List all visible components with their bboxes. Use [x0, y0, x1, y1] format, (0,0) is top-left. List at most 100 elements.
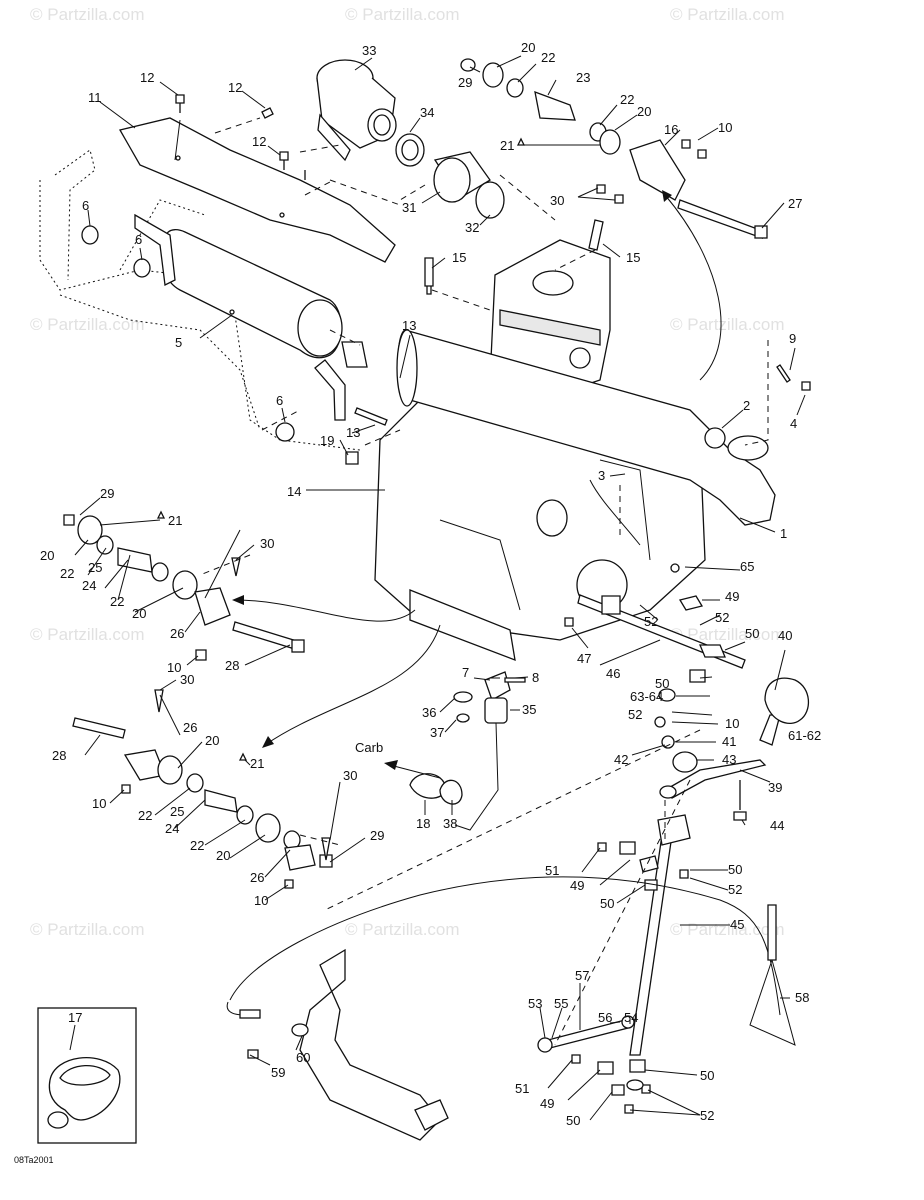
shift-linkage	[564, 563, 781, 821]
callout-52: 52	[715, 610, 729, 625]
callout-13: 13	[402, 318, 416, 333]
callout-50: 50	[745, 626, 759, 641]
callout-13: 13	[346, 425, 360, 440]
spark-plug	[424, 219, 604, 295]
callout-51: 51	[545, 863, 559, 878]
callout-29: 29	[458, 75, 472, 90]
callout-55: 55	[554, 996, 568, 1011]
callout-22: 22	[138, 808, 152, 823]
callout-59: 59	[271, 1065, 285, 1080]
callout-51: 51	[515, 1081, 529, 1096]
callout-31: 31	[402, 200, 416, 215]
callout-20: 20	[132, 606, 146, 621]
callout-49: 49	[725, 589, 739, 604]
callout-18: 18	[416, 816, 430, 831]
bolt-12	[175, 94, 306, 180]
exhaust-socket-left-top	[63, 510, 305, 661]
watermark: © Partzilla.com	[345, 5, 460, 24]
callout-58: 58	[795, 990, 809, 1005]
inset-box	[37, 1007, 137, 1144]
carburetor	[316, 59, 397, 162]
callout-26: 26	[170, 626, 184, 641]
callout-2: 2	[743, 398, 750, 413]
callout-43: 43	[722, 752, 736, 767]
callout-29: 29	[100, 486, 114, 501]
callout-60: 60	[296, 1050, 310, 1065]
callout-50: 50	[655, 676, 669, 691]
callout-21: 21	[250, 756, 264, 771]
watermark: © Partzilla.com	[670, 315, 785, 334]
callout-8: 8	[532, 670, 539, 685]
callout-15: 15	[452, 250, 466, 265]
mounting-bracket	[596, 139, 768, 240]
callout-20: 20	[521, 40, 535, 55]
callout-24: 24	[82, 578, 96, 593]
intake-boot	[395, 133, 505, 219]
watermark: © Partzilla.com	[670, 5, 785, 24]
carb-label: Carb	[355, 740, 383, 755]
callout-10: 10	[254, 893, 268, 908]
callout-14: 14	[287, 484, 301, 499]
callout-52: 52	[628, 707, 642, 722]
watermark: © Partzilla.com	[670, 625, 785, 644]
watermark: © Partzilla.com	[30, 920, 145, 939]
callout-21: 21	[500, 138, 514, 153]
callout-labels: 1 2 3 4 5 6 6 6 7 8 9 10 10 10 10 10 11 …	[40, 40, 821, 1128]
callout-22: 22	[110, 594, 124, 609]
callout-52: 52	[728, 882, 742, 897]
callout-41: 41	[722, 734, 736, 749]
callout-33: 33	[362, 43, 376, 58]
callout-28: 28	[52, 748, 66, 763]
exhaust-gasket	[341, 341, 811, 465]
callout-17: 17	[68, 1010, 82, 1025]
callout-32: 32	[465, 220, 479, 235]
callout-6: 6	[82, 198, 89, 213]
callout-12: 12	[252, 134, 266, 149]
callout-15: 15	[626, 250, 640, 265]
callout-10: 10	[92, 796, 106, 811]
callout-3: 3	[598, 468, 605, 483]
callout-30: 30	[260, 536, 274, 551]
exhaust-socket-left-bottom	[72, 689, 333, 889]
callout-10: 10	[725, 716, 739, 731]
callout-28: 28	[225, 658, 239, 673]
callout-20: 20	[40, 548, 54, 563]
callout-19: 19	[320, 433, 334, 448]
callout-38: 38	[443, 816, 457, 831]
callout-47: 47	[577, 651, 591, 666]
callout-4: 4	[790, 416, 797, 431]
engine	[374, 239, 776, 662]
callout-49: 49	[570, 878, 584, 893]
muffler	[134, 213, 346, 421]
callout-30: 30	[343, 768, 357, 783]
callout-61-62: 61-62	[788, 728, 821, 743]
callout-50: 50	[566, 1113, 580, 1128]
figure-code: 08Ta2001	[14, 1155, 54, 1165]
callout-42: 42	[614, 752, 628, 767]
callout-26: 26	[183, 720, 197, 735]
callout-5: 5	[175, 335, 182, 350]
callout-22: 22	[190, 838, 204, 853]
lever-assembly	[247, 948, 449, 1141]
callout-40: 40	[778, 628, 792, 643]
callout-22: 22	[620, 92, 634, 107]
callout-29: 29	[370, 828, 384, 843]
callout-39: 39	[768, 780, 782, 795]
callout-25: 25	[88, 560, 102, 575]
callout-54: 54	[624, 1010, 638, 1025]
callout-50: 50	[600, 896, 614, 911]
callout-9: 9	[789, 331, 796, 346]
callout-6: 6	[276, 393, 283, 408]
callout-46: 46	[606, 666, 620, 681]
callout-27: 27	[788, 196, 802, 211]
callout-7: 7	[462, 665, 469, 680]
shift-column	[571, 814, 691, 1114]
heat-shield	[119, 117, 396, 263]
carb-heater-switch	[409, 671, 526, 831]
gas-spring	[537, 1015, 635, 1053]
callout-22: 22	[541, 50, 555, 65]
callout-52: 52	[644, 614, 658, 629]
callout-22: 22	[60, 566, 74, 581]
callout-20: 20	[216, 848, 230, 863]
callout-56: 56	[598, 1010, 612, 1025]
